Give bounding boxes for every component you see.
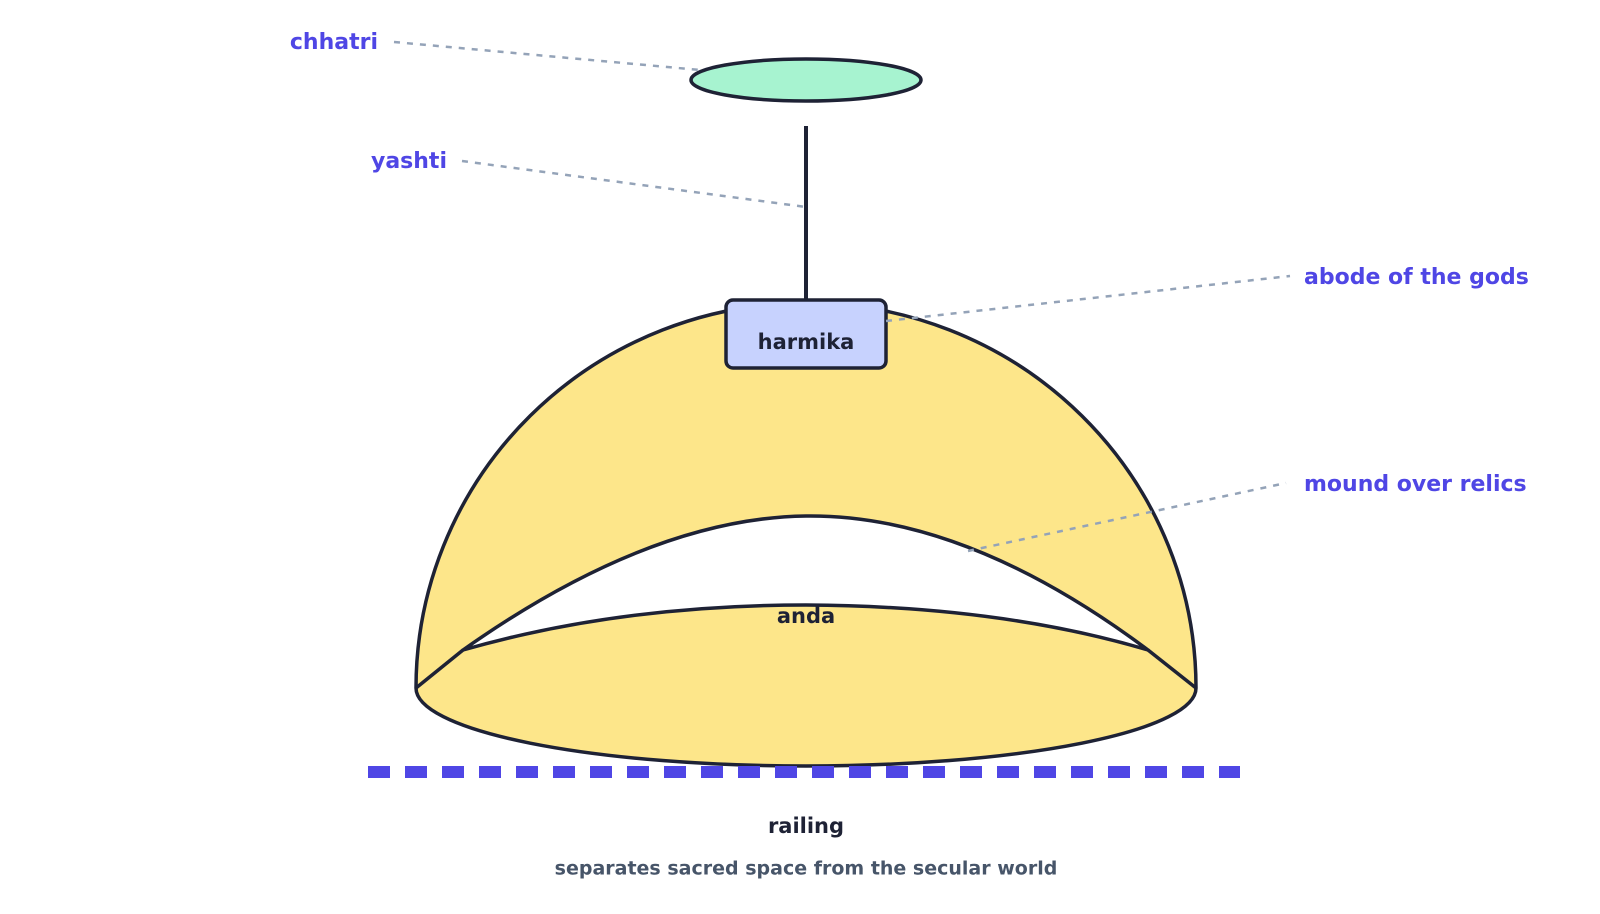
harmika-box <box>724 298 888 370</box>
railing-label: railing <box>768 814 844 838</box>
anda-leader-line <box>967 481 1287 553</box>
harmika-meaning-callout: abode of the gods <box>1304 265 1529 290</box>
anda-label: anda <box>777 604 835 628</box>
yashti-callout: yashti <box>371 149 447 174</box>
railing-caption: separates sacred space from the secular … <box>555 858 1058 880</box>
chhatri-ellipse <box>689 57 923 103</box>
harmika-label: harmika <box>758 330 855 354</box>
yashti-leader-line <box>461 159 807 209</box>
harmika-leader-line <box>885 274 1291 323</box>
anda-rim-left <box>414 648 465 690</box>
chhatri-callout: chhatri <box>290 30 378 55</box>
anda-rim-right <box>1146 648 1198 690</box>
chhatri-leader-line <box>393 40 701 72</box>
anda-inner-opening <box>461 514 1150 652</box>
anda-meaning-callout: mound over relics <box>1304 472 1527 497</box>
